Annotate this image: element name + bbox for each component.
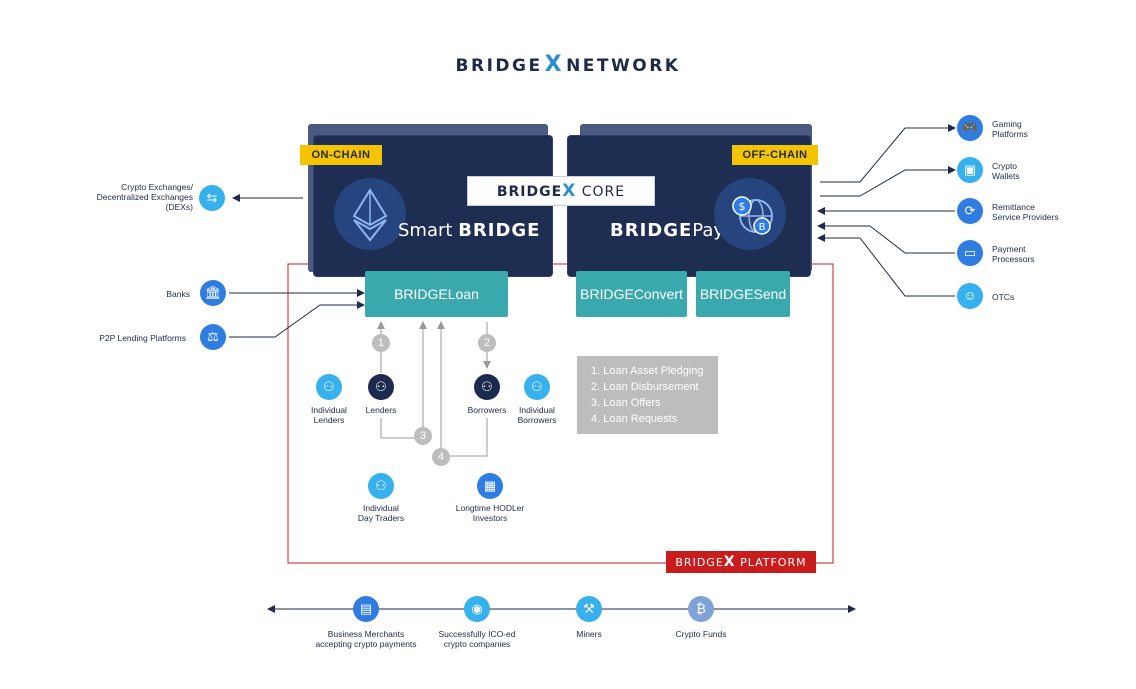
crypto-funds-label: Crypto Funds xyxy=(675,629,727,639)
logo-x: X xyxy=(544,52,565,77)
bridgeconvert-box[interactable]: BRIDGEConvert xyxy=(576,271,687,317)
remittance-line1: Remittance xyxy=(992,202,1035,212)
day-traders-line1: Individual xyxy=(363,503,399,513)
merchants-line1: Business Merchants xyxy=(327,629,405,639)
p2p-label: P2P Lending Platforms xyxy=(99,333,186,343)
crypto-exchanges-line1: Crypto Exchanges/ xyxy=(121,182,193,192)
smart-bold: BRIDGE xyxy=(458,220,541,241)
gaming-line2: Platforms xyxy=(992,129,1028,139)
wallet-icon: ▣ xyxy=(957,157,983,183)
individual-borrowers-label: Individual Borrowers xyxy=(508,405,566,425)
platform-right: PLATFORM xyxy=(740,556,807,569)
pickaxe-icon: ⚒ xyxy=(576,596,602,622)
person-pair-icon: ⚇ xyxy=(368,374,394,400)
exchange-icon: ⇆ xyxy=(199,185,225,211)
transfer-icon: ⟳ xyxy=(957,198,983,224)
payment-label: Payment Processors xyxy=(992,244,1035,264)
individual-lenders-line1: Individual xyxy=(311,405,347,415)
svg-text:$: $ xyxy=(739,200,746,213)
bridge-pay-label: BRIDGEPay xyxy=(610,220,724,241)
individual-borrowers-line2: Borrowers xyxy=(517,415,557,425)
people-icon: ☺ xyxy=(957,283,983,309)
step-item-3: 3. Loan Offers xyxy=(591,397,661,409)
network-icon: ⚖ xyxy=(200,324,226,350)
card-icon: ▭ xyxy=(957,240,983,266)
hodler-line1: Longtime HODLer xyxy=(455,503,525,513)
step-number-1: 1 xyxy=(372,334,390,352)
ico-label: Successfully ICO-ed crypto companies xyxy=(420,629,534,649)
remittance-label: Remittance Service Providers xyxy=(992,202,1059,222)
person-pair-icon: ⚇ xyxy=(368,473,394,499)
merchants-line2: accepting crypto payments xyxy=(315,639,417,649)
lenders-label: Lenders xyxy=(365,405,397,415)
smart-prefix: Smart xyxy=(398,220,453,241)
hodler-line2: Investors xyxy=(472,513,508,523)
gaming-label: Gaming Platforms xyxy=(992,119,1028,139)
payment-line2: Processors xyxy=(992,254,1035,264)
bridgeloan-box[interactable]: BRIDGELoan xyxy=(365,271,508,317)
platform-frame xyxy=(287,263,834,564)
step-item-1: 1. Loan Asset Pledging xyxy=(591,365,704,377)
ico-line2: crypto companies xyxy=(443,639,511,649)
payment-line1: Payment xyxy=(992,244,1026,254)
wallets-label: Crypto Wallets xyxy=(992,161,1020,181)
gamepad-icon: 🎮 xyxy=(957,115,983,141)
coin-hand-icon: ◉ xyxy=(464,596,490,622)
remittance-line2: Service Providers xyxy=(992,212,1059,222)
miners-label: Miners xyxy=(576,629,602,639)
step-item-2: 2. Loan Disbursement xyxy=(591,381,699,393)
core-right: CORE xyxy=(581,184,626,200)
logo-right: NETWORK xyxy=(566,56,681,76)
bridgesend-box[interactable]: BRIDGESend xyxy=(696,271,790,317)
individual-lenders-label: Individual Lenders xyxy=(300,405,358,425)
pay-bold: BRIDGE xyxy=(610,220,693,241)
individual-borrowers-line1: Individual xyxy=(519,405,555,415)
platform-left: BRIDGE xyxy=(675,556,724,569)
step-number-3: 3 xyxy=(414,427,432,445)
hodler-label: Longtime HODLer Investors xyxy=(448,503,532,523)
gaming-line1: Gaming xyxy=(992,119,1022,129)
onchain-tag: ON-CHAIN xyxy=(300,145,382,165)
banks-label: Banks xyxy=(166,289,190,299)
person-pair-icon: ⚇ xyxy=(524,374,550,400)
person-pair-icon: ⚇ xyxy=(474,374,500,400)
wallets-line1: Crypto xyxy=(992,161,1018,171)
borrowers-label: Borrowers xyxy=(467,405,507,415)
svg-text:B: B xyxy=(759,222,766,233)
bank-icon: 🏛 xyxy=(200,280,226,306)
ethereum-icon xyxy=(334,178,406,250)
logo-left: BRIDGE xyxy=(455,56,543,76)
platform-x: X xyxy=(723,554,736,570)
crypto-exchanges-label: Crypto Exchanges/ Decentralized Exchange… xyxy=(95,182,193,212)
globe-coin-icon: $ B xyxy=(714,178,786,250)
crypto-exchanges-line2: Decentralized Exchanges xyxy=(96,192,193,202)
wallets-line2: Wallets xyxy=(992,171,1020,181)
core-left: BRIDGE xyxy=(496,184,563,200)
loan-steps-legend: 1. Loan Asset Pledging 2. Loan Disbursem… xyxy=(577,356,718,434)
day-traders-label: Individual Day Traders xyxy=(348,503,414,523)
person-pair-icon: ⚇ xyxy=(316,374,342,400)
safe-icon: ▦ xyxy=(477,473,503,499)
step-number-4: 4 xyxy=(432,448,450,466)
bridge-platform-tag: BRIDGEX PLATFORM xyxy=(666,551,816,573)
offchain-tag: OFF-CHAIN xyxy=(732,145,818,165)
merchants-label: Business Merchants accepting crypto paym… xyxy=(300,629,432,649)
core-x: X xyxy=(562,181,577,201)
otcs-label: OTCs xyxy=(992,292,1015,302)
bridge-core-label: BRIDGEX CORE xyxy=(467,176,655,206)
individual-lenders-line2: Lenders xyxy=(313,415,345,425)
crypto-exchanges-line3: (DEXs) xyxy=(165,202,193,212)
step-number-2: 2 xyxy=(478,334,496,352)
smart-bridge-label: Smart BRIDGE xyxy=(398,220,540,241)
day-traders-line2: Day Traders xyxy=(357,513,405,523)
step-item-4: 4. Loan Requests xyxy=(591,413,678,425)
bitcoin-icon: ₿ xyxy=(688,596,714,622)
ico-line1: Successfully ICO-ed xyxy=(438,629,516,639)
store-icon: ▤ xyxy=(353,596,379,622)
